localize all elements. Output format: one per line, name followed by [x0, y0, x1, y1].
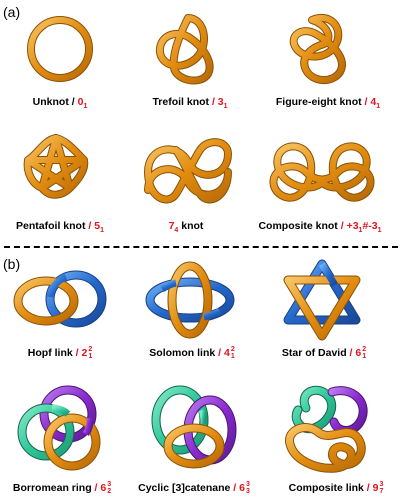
caption-composite-knot: Composite knot / +31#-31 — [258, 220, 382, 235]
caption-trefoil: Trefoil knot / 31 — [152, 96, 228, 111]
cyclic-catenane-figure — [151, 385, 237, 469]
section-divider — [4, 246, 398, 248]
figure-eight-knot-figure — [289, 14, 346, 84]
borromean-ring-figure — [17, 385, 101, 471]
caption-pentafoil: Pentafoil knot / 51 — [16, 220, 104, 235]
seven-four-knot-figure — [144, 138, 233, 204]
panel-label-b: (b) — [3, 256, 21, 272]
caption-seven-four: 74 knot — [168, 220, 204, 235]
caption-unknot: Unknot / 01 — [32, 96, 88, 111]
star-of-david-figure — [283, 259, 361, 341]
composite-link-figure — [285, 385, 368, 473]
caption-figure-eight: Figure-eight knot / 41 — [275, 96, 381, 111]
solomon-link-figure — [145, 261, 235, 339]
unknot-figure — [27, 16, 93, 82]
panel-label-a: (a) — [3, 4, 21, 20]
hopf-link-figure — [13, 270, 107, 328]
trefoil-knot-figure — [155, 14, 214, 85]
composite-knot-figure — [269, 142, 375, 202]
pentafoil-knot-figure — [23, 134, 89, 199]
